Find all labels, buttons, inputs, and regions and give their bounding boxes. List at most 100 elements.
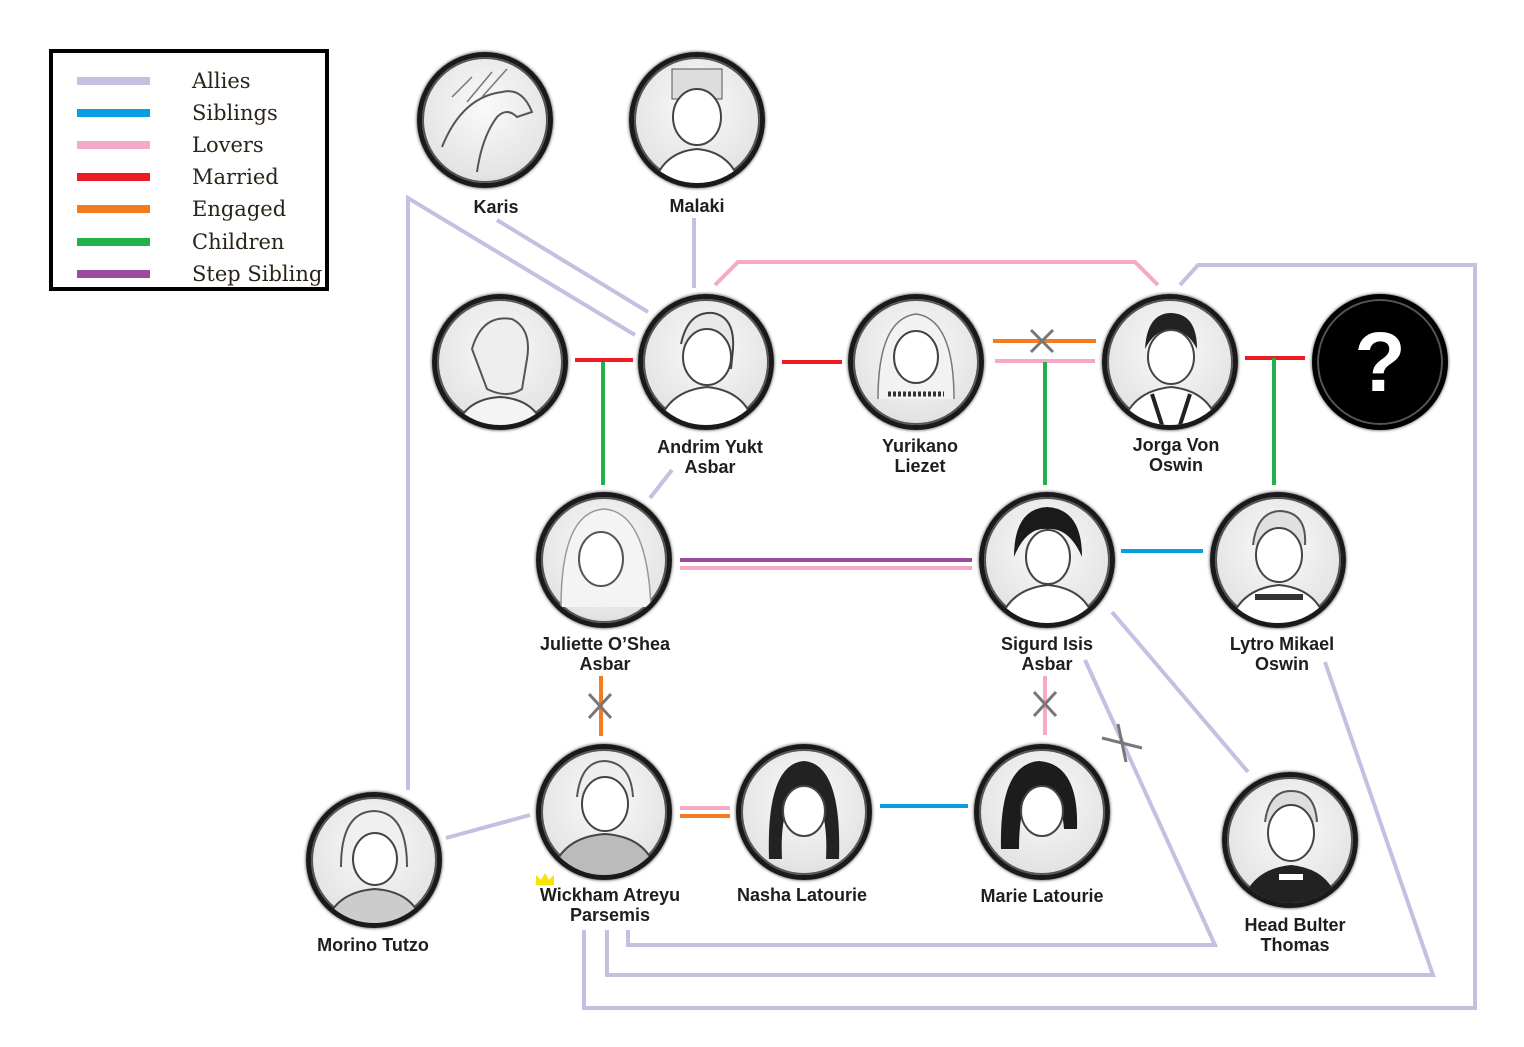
name-line: Morino Tutzo	[317, 935, 429, 955]
question-mark-icon: ?	[1354, 315, 1406, 409]
name-malaki: Malaki	[669, 196, 724, 216]
name-line: Malaki	[669, 196, 725, 216]
siblings-lines	[880, 549, 1203, 808]
portrait-lytro[interactable]	[1210, 492, 1346, 628]
legend: Allies Siblings Lovers Married Engaged C…	[49, 49, 329, 291]
name-line: Parsemis	[569, 905, 651, 925]
person-portrait-icon	[1229, 509, 1327, 623]
ally-lytro-wickham	[605, 661, 1436, 977]
legend-item-allies: Allies	[77, 66, 251, 96]
allies-lines	[406, 194, 1477, 1010]
name-line: Asbar	[579, 654, 631, 674]
name-line: Yurikano	[881, 436, 959, 456]
legend-item-lovers: Lovers	[77, 130, 264, 160]
x-mark-icon	[1101, 723, 1143, 763]
person-portrait-icon	[998, 507, 1096, 623]
ally-morino-wickham	[445, 813, 531, 840]
children-swatch	[77, 238, 150, 246]
name-line: Marie Latourie	[980, 886, 1104, 906]
ally-andrim-juliette	[648, 468, 674, 500]
person-portrait-icon	[657, 311, 755, 425]
engaged-swatch	[77, 205, 150, 213]
name-line: Asbar	[1021, 654, 1073, 674]
broken-marks	[587, 328, 1143, 763]
name-line: Juliette O’Shea	[539, 634, 671, 654]
portrait-marie[interactable]	[974, 744, 1110, 880]
name-line: Oswin	[1148, 455, 1203, 475]
siblings-swatch	[77, 109, 150, 117]
name-line: Thomas	[1260, 935, 1330, 955]
name-line: Lytro Mikael	[1229, 634, 1335, 654]
legend-label: Siblings	[192, 101, 278, 125]
person-portrait-icon	[325, 809, 423, 923]
ally-sigurd-wickham	[626, 659, 1219, 947]
portrait-karis[interactable]	[417, 52, 553, 188]
name-line: Andrim Yukt	[657, 437, 763, 457]
person-portrait-icon	[1121, 313, 1219, 425]
portrait-unknown[interactable]: ?	[1312, 294, 1448, 430]
crown-icon	[536, 873, 554, 885]
legend-item-married: Married	[77, 162, 279, 192]
portrait-nasha[interactable]	[736, 744, 872, 880]
portrait-yurikano[interactable]	[848, 294, 984, 430]
name-line: Wickham Atreyu	[539, 885, 681, 905]
legend-label: Married	[192, 165, 279, 189]
name-marie: Marie Latourie	[980, 886, 1103, 906]
legend-label: Engaged	[192, 197, 287, 221]
person-portrait-icon	[550, 759, 658, 875]
portrait-thomas[interactable]	[1222, 772, 1358, 908]
name-line: Asbar	[684, 457, 736, 477]
legend-label: Lovers	[192, 133, 264, 157]
person-portrait-icon	[1242, 789, 1338, 903]
x-mark-icon	[1032, 690, 1058, 718]
name-line: Nasha Latourie	[736, 885, 868, 905]
dragon-portrait-icon	[441, 68, 534, 173]
name-nasha: Nasha Latourie	[737, 885, 867, 905]
x-mark-icon	[1029, 328, 1055, 354]
name-morino: Morino Tutzo	[317, 935, 429, 955]
legend-label: Children	[192, 230, 285, 254]
legend-item-siblings: Siblings	[77, 98, 278, 128]
name-line: Jorga Von	[1132, 435, 1220, 455]
ally-jorga-wickham	[582, 263, 1477, 1010]
x-mark-icon	[587, 692, 613, 720]
portrait-malaki[interactable]	[629, 52, 765, 188]
legend-label: Allies	[192, 69, 251, 93]
lovers-swatch	[77, 141, 150, 149]
legend-item-step-sibling: Step Sibling	[77, 259, 322, 289]
lovers-andrim-jorga	[713, 260, 1160, 287]
portrait-wickham[interactable]	[536, 744, 672, 880]
person-portrait-icon	[877, 313, 955, 400]
portrait-jorga[interactable]	[1102, 294, 1238, 430]
portrait-juliette[interactable]	[536, 492, 672, 628]
name-line: Sigurd Isis	[1000, 634, 1094, 654]
portrait-sigurd[interactable]	[979, 492, 1115, 628]
person-portrait-icon	[768, 761, 840, 859]
portrait-morino[interactable]	[306, 792, 442, 928]
children-lines	[601, 358, 1276, 485]
person-portrait-icon	[1000, 761, 1078, 849]
ally-sigurd-thomas	[1110, 610, 1250, 774]
name-line: Karis	[473, 197, 519, 217]
allies-swatch	[77, 77, 150, 85]
step-sibling-swatch	[77, 270, 150, 278]
name-line: Oswin	[1254, 654, 1309, 674]
legend-item-children: Children	[77, 227, 284, 257]
legend-item-engaged: Engaged	[77, 194, 286, 224]
married-swatch	[77, 173, 150, 181]
portrait-andrim[interactable]	[638, 294, 774, 430]
name-line: Head Bulter	[1244, 915, 1346, 935]
ally-karis-andrim	[495, 218, 650, 314]
legend-label: Step Sibling	[192, 262, 323, 286]
portrait-andrim-wife[interactable]	[432, 294, 568, 430]
name-karis: Karis	[473, 197, 518, 217]
